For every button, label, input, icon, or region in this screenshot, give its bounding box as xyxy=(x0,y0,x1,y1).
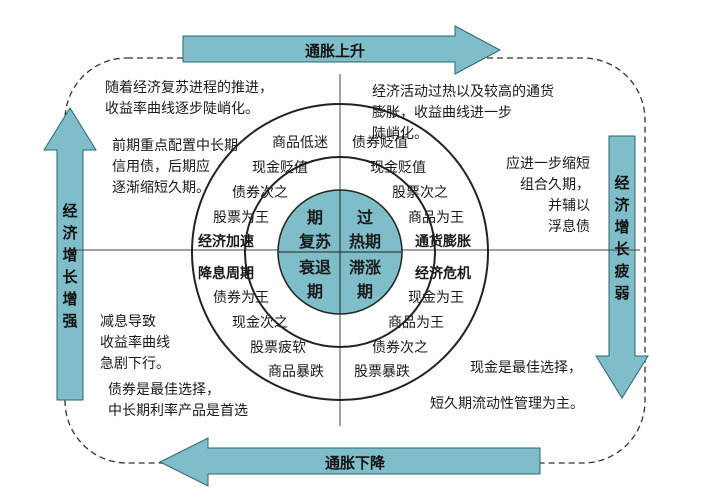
ring-bl-line3: 股票疲软 xyxy=(250,340,306,356)
ring-br-line1: 现金为王 xyxy=(408,290,464,306)
ring-tr-line2: 现金贬值 xyxy=(370,160,426,176)
outer-ring xyxy=(191,103,489,401)
arrow-label-right: 经济增长疲弱 xyxy=(614,174,630,302)
ring-bl-line1: 债券为王 xyxy=(213,290,269,306)
ring-tr-line3: 股票次之 xyxy=(392,185,448,201)
ring-tr-title: 通货膨胀 xyxy=(415,234,471,250)
ring-tl-line3: 债券次之 xyxy=(232,185,288,201)
arrow-label-left: 经济增长增强 xyxy=(62,202,78,330)
arrow-label-top: 通胀上升 xyxy=(305,42,366,60)
note-top-left-b: 前期重点配置中长期 信用债，后期应 逐渐缩短久期。 xyxy=(112,138,238,196)
note-bottom-left-b: 债券是最佳选择， 中长期利率产品是首选 xyxy=(108,382,248,419)
ring-tl-line2: 现金贬值 xyxy=(252,160,308,176)
ring-tr-line4: 商品为王 xyxy=(408,210,464,226)
arrow-label-bottom: 通胀下降 xyxy=(325,454,386,472)
ring-br-line2: 商品为王 xyxy=(388,315,444,331)
core-label-recovery: 期 复苏 xyxy=(298,208,331,251)
ring-br-line4: 股票暴跌 xyxy=(354,364,410,380)
ring-tr-line1: 债券贬值 xyxy=(352,135,408,151)
ring-tl-line4: 股票为王 xyxy=(213,210,269,226)
note-top-right-b: 应进一步缩短 组合久期， 并辅以 浮息债 xyxy=(506,156,590,235)
ring-tl-title: 经济加速 xyxy=(198,234,254,250)
note-top-left-a: 随着经济复苏进程的推进， 收益率曲线逐步陡峭化。 xyxy=(105,80,273,117)
ring-bl-title: 降息周期 xyxy=(198,266,254,282)
inflation-fall-arrow xyxy=(158,437,541,487)
growth-strengthen-arrow xyxy=(43,107,97,401)
inflation-rise-arrow xyxy=(182,25,502,75)
core-label-stagflation: 滞涨 期 xyxy=(348,258,381,301)
inner-ring xyxy=(244,156,436,348)
ring-tl-line1: 商品低迷 xyxy=(272,135,328,151)
core-label-recession: 衰退 期 xyxy=(298,258,331,301)
ring-bl-line2: 现金次之 xyxy=(232,315,288,331)
note-bottom-right-b: 短久期流动性管理为主。 xyxy=(430,396,584,412)
note-bottom-left-a: 减息导致 收益率曲线 急剧下行。 xyxy=(100,314,170,372)
note-bottom-right-a: 现金是最佳选择， xyxy=(470,360,582,376)
note-top-right-a: 经济活动过热以及较高的通货 膨胀，收益曲线进一步 陡峭化。 xyxy=(372,84,554,142)
core-label-overheat: 过 热期 xyxy=(348,208,381,251)
ring-br-line3: 债券次之 xyxy=(372,340,428,356)
ring-br-title: 经济危机 xyxy=(415,266,471,282)
ring-bl-line4: 商品暴跌 xyxy=(268,364,324,380)
growth-weaken-arrow xyxy=(595,135,649,399)
